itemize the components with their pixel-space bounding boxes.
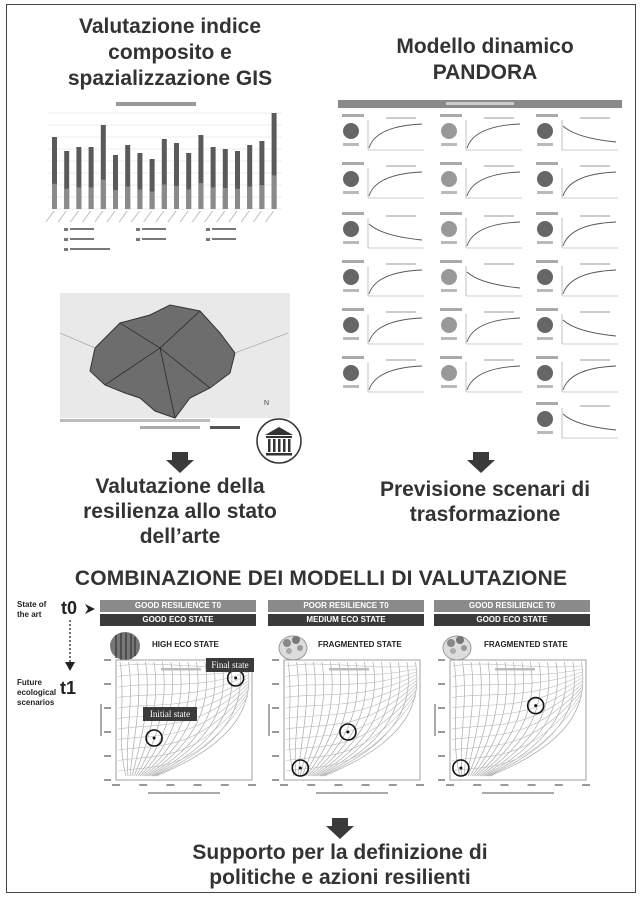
pandora-grid-thumbnail: [338, 100, 622, 439]
left-title: Valutazione indice composito e spazializ…: [40, 14, 300, 92]
t0-arrow-icon: [85, 604, 95, 614]
panel2-eco-pill: MEDIUM ECO STATE: [268, 614, 424, 626]
panel3-state-label: FRAGMENTED STATE: [484, 640, 568, 649]
initial-state-callout: Initial state: [143, 707, 197, 721]
left-result-line-2: resilienza allo stato: [83, 500, 277, 523]
right-result-line-1: Previsione scenari di: [379, 478, 591, 501]
left-title-line-2: composito e: [108, 41, 232, 64]
panel3-fragment-thumbnail: [442, 635, 472, 661]
down-arrow-bottom: [326, 818, 354, 839]
left-result-line-3: dell’arte: [139, 525, 221, 548]
down-arrow-left: [166, 452, 194, 473]
svg-text:N: N: [264, 400, 269, 407]
right-title: Modello dinamico PANDORA: [360, 34, 610, 86]
future-label: Future ecological scenarios: [17, 678, 56, 708]
left-result-line-1: Valutazione della: [95, 475, 265, 498]
right-result-line-2: trasformazione: [409, 503, 561, 526]
final-text-line-1: Supporto per la definizione di: [192, 841, 488, 864]
left-title-line-1: Valutazione indice: [78, 15, 262, 38]
figure-frame: [6, 4, 636, 893]
panel3-resilience-pill: GOOD RESILIENCE T0: [434, 600, 590, 612]
right-title-line-1: Modello dinamico: [396, 35, 574, 58]
state-of-art-line-1: State of: [17, 600, 47, 609]
state-of-art-line-2: the art: [17, 610, 42, 619]
t1-label: t1: [60, 678, 77, 698]
panel1-resilience-pill: GOOD RESILIENCE T0: [100, 600, 256, 612]
temple-logo-icon: [256, 418, 302, 464]
gis-map-thumbnail: N: [60, 293, 290, 429]
future-line-1: Future: [17, 678, 42, 687]
right-title-line-2: PANDORA: [432, 61, 538, 84]
panel3-eco-pill: GOOD ECO STATE: [434, 614, 590, 626]
t0-label: t0: [61, 598, 78, 618]
timeline-dotted-icon: [65, 620, 75, 671]
panel2-phase-plot: [268, 659, 424, 794]
panel1-state-label: HIGH ECO STATE: [152, 640, 219, 649]
panel1-phase-plot: [100, 659, 256, 794]
panel2-fragment-thumbnail: [278, 635, 308, 661]
panel2-resilience-pill: POOR RESILIENCE T0: [268, 600, 424, 612]
left-title-line-3: spazializzazione GIS: [67, 67, 273, 90]
panel1-eco-pill: GOOD ECO STATE: [100, 614, 256, 626]
state-of-art-label: State of the art: [17, 600, 46, 620]
future-line-3: scenarios: [17, 698, 55, 707]
down-arrow-right: [467, 452, 495, 473]
final-state-callout: Final state: [206, 658, 254, 672]
combination-title: COMBINAZIONE DEI MODELLI DI VALUTAZIONE: [74, 567, 568, 590]
final-support-text: Supporto per la definizione di politiche…: [140, 840, 540, 890]
right-result: Previsione scenari di trasformazione: [355, 477, 615, 527]
final-text-line-2: politiche e azioni resilienti: [209, 866, 471, 889]
future-line-2: ecological: [17, 688, 57, 697]
bar-chart-thumbnail: [36, 98, 288, 288]
panel1-forest-thumbnail: [110, 632, 140, 660]
panel2-state-label: FRAGMENTED STATE: [318, 640, 402, 649]
panel3-phase-plot: [434, 659, 590, 794]
left-result: Valutazione della resilienza allo stato …: [60, 474, 300, 549]
